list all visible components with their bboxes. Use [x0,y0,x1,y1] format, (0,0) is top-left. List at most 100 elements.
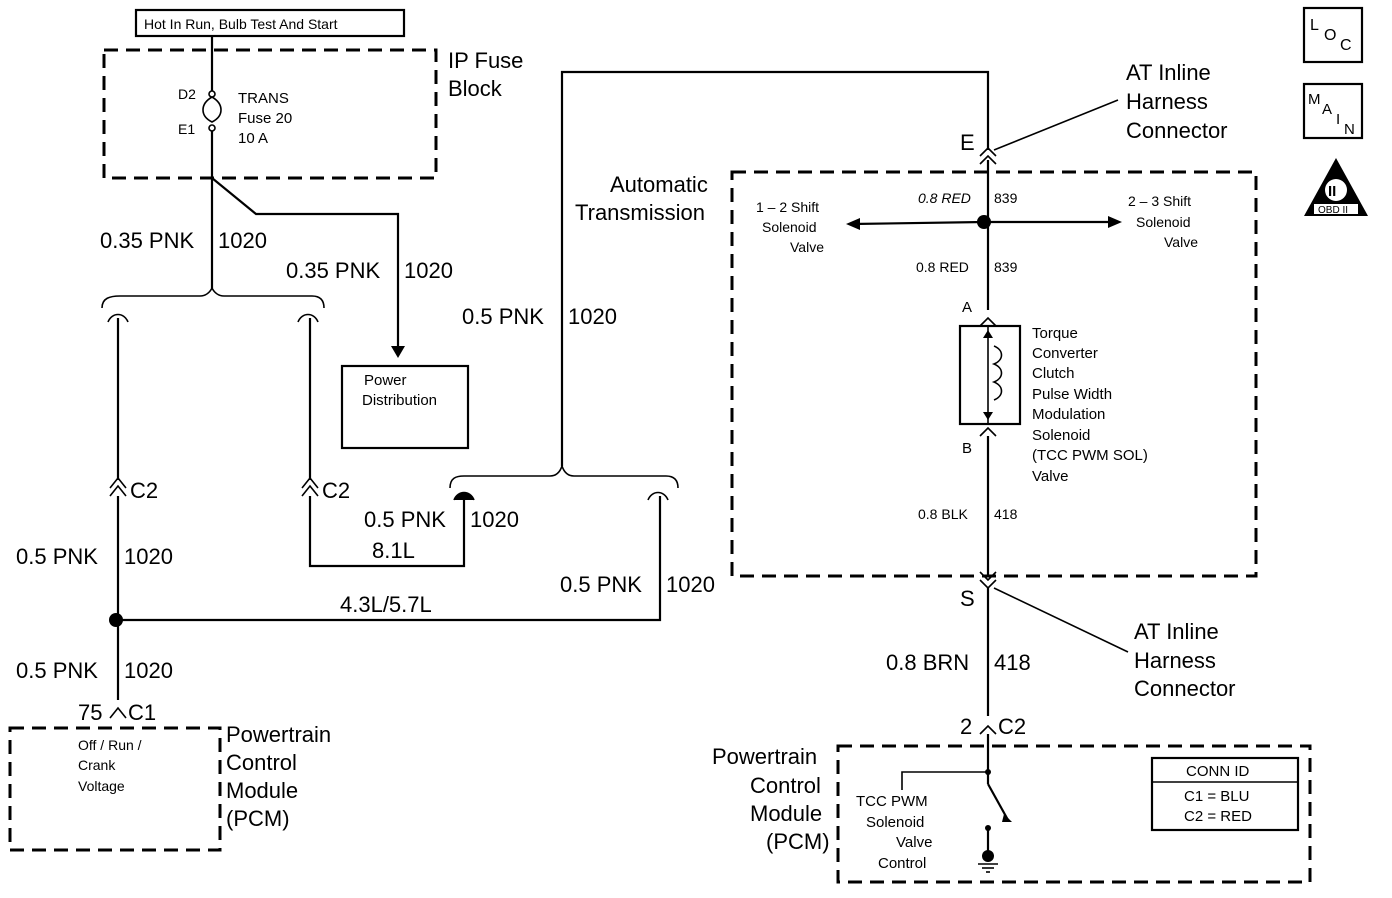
tcc-solenoid-box [958,324,1022,426]
pcm-left-box [8,726,222,852]
tcc-2: Converter [1032,345,1098,362]
tcc-8: Valve [1032,468,1068,485]
wire-red-top-color: 0.8 RED [918,190,971,206]
pcm-right-inner-1: TCC PWM [856,793,928,810]
pcm-right-inner-2: Solenoid [866,814,924,831]
harness-top-3: Connector [1126,118,1228,143]
wire-left-main-color: 0.35 PNK [100,228,194,253]
fuse-rating: 10 A [238,130,268,147]
fuse-block-title-2: Block [448,76,503,101]
wire-4357-color: 0.5 PNK [560,572,642,597]
power-distribution-box [340,364,470,450]
connector-e: E [960,130,975,155]
wire-left-main-circuit: 1020 [218,228,267,253]
connector-c1-pin: 75 [78,700,102,725]
pcm-right-title-1: Powertrain [712,744,817,769]
wire-left-mid-color: 0.5 PNK [16,544,98,569]
loc-letter-o: O [1324,27,1336,44]
engine-4357: 4.3L/5.7L [340,592,432,617]
wire-red-low-circuit: 839 [994,259,1018,275]
at-label-2: Transmission [575,200,705,225]
harness-top-2: Harness [1126,89,1208,114]
pcm-left-title-1: Powertrain [226,722,331,747]
harness-bottom-1: AT Inline [1134,619,1219,644]
shift-12-1: 1 – 2 Shift [756,199,819,215]
tcc-7: (TCC PWM SOL) [1032,447,1148,464]
connector-c2-mid: C2 [322,478,350,503]
automatic-transmission-box [730,170,1258,578]
harness-bottom-2: Harness [1134,648,1216,673]
conn-id-row1: C1 = BLU [1184,788,1249,805]
tcc-3: Clutch [1032,365,1075,382]
tcc-5: Modulation [1032,406,1105,423]
pcm-left-inner-3: Voltage [78,778,125,794]
wire-81-circuit: 1020 [470,507,519,532]
at-label-1: Automatic [610,172,708,197]
main-letter-n: N [1344,121,1355,138]
connector-s: S [960,586,975,611]
shift-23-1: 2 – 3 Shift [1128,193,1191,209]
splice-brace-left [101,286,325,309]
power-label: Hot In Run, Bulb Test And Start [144,16,338,32]
wire-red-low-color: 0.8 RED [916,259,969,275]
pcm-left-title-3: Module [226,778,298,803]
fuse-block-title-1: IP Fuse [448,48,523,73]
power-distribution-2: Distribution [362,392,437,409]
fuse-symbol [202,96,222,123]
tcc-4: Pulse Width [1032,386,1112,403]
wire-trans-feed-circuit: 1020 [568,304,617,329]
harness-top-1: AT Inline [1126,60,1211,85]
wire-power-dist-color: 0.35 PNK [286,258,380,283]
wire-81-color: 0.5 PNK [364,507,446,532]
pcm-right-inner-4: Control [878,855,926,872]
fuse-pin-d2: D2 [178,86,196,102]
obd-label: OBD II [1318,205,1348,216]
shift-23-3: Valve [1164,234,1198,250]
pcm-left-inner-2: Crank [78,757,116,773]
pcm-right-title-2: Control [750,773,821,798]
loc-letter-l: L [1310,17,1319,34]
fuse-pin-e1: E1 [178,121,195,137]
tcc-6: Solenoid [1032,427,1090,444]
shift-23-2: Solenoid [1136,214,1191,230]
wire-blk-circuit: 418 [994,506,1018,522]
wire-blk-color: 0.8 BLK [918,506,968,522]
conn-id-table [1150,756,1300,832]
pcm-left-inner-1: Off / Run / [78,737,142,753]
ground-icon [982,850,994,862]
engine-81: 8.1L [372,538,415,563]
loc-letter-c: C [1340,37,1352,54]
connector-c2-pcm-pin: 2 [960,714,972,739]
pcm-right-inner-3: Valve [896,834,932,851]
wire-red-top-circuit: 839 [994,190,1018,206]
ip-fuse-block [102,48,438,180]
pin-a: A [962,299,972,316]
wire-left-low-circuit: 1020 [124,658,173,683]
obd-mark: II [1328,183,1336,200]
solenoid-coil-icon [991,345,1003,401]
fuse-name: TRANS [238,90,289,107]
wire-brn-circuit: 418 [994,650,1031,675]
pin-b: B [962,440,972,457]
main-letter-i: I [1336,111,1340,128]
obd-ii-icon[interactable]: II OBD II [1304,158,1368,216]
wire-4357-circuit: 1020 [666,572,715,597]
conn-id-row2: C2 = RED [1184,808,1252,825]
shift-12-3: Valve [790,239,824,255]
loc-icon[interactable]: L O C [1302,6,1364,64]
wire-left-mid-circuit: 1020 [124,544,173,569]
fuse-number: Fuse 20 [238,110,292,127]
splice-brace-mid [449,463,679,489]
connector-c2-pcm: C2 [998,714,1026,739]
power-distribution-1: Power [364,372,407,389]
connector-c2-left: C2 [130,478,158,503]
wire-brn-color: 0.8 BRN [886,650,969,675]
wire-left-low-color: 0.5 PNK [16,658,98,683]
switch-arm [987,783,1009,821]
main-icon[interactable]: M A I N [1302,82,1364,140]
pcm-right-box [836,744,1312,884]
wire-power-dist-circuit: 1020 [404,258,453,283]
conn-id-title: CONN ID [1186,763,1250,780]
main-letter-a: A [1322,101,1332,118]
